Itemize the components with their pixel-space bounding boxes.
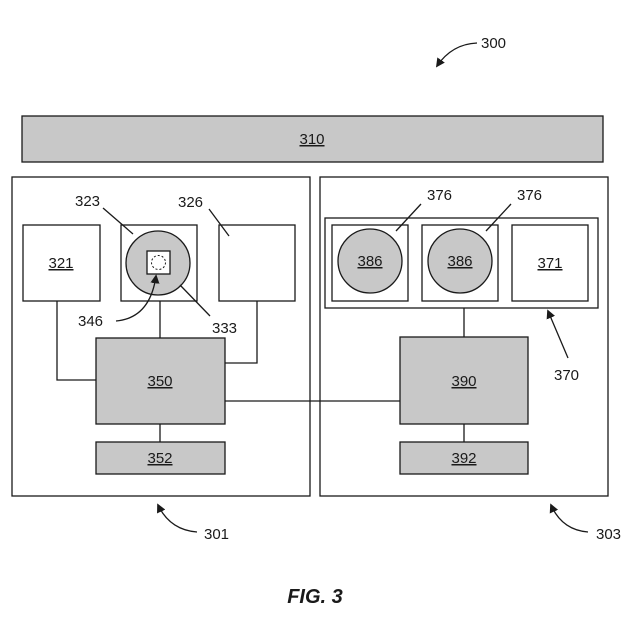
label-371: 371: [537, 255, 562, 272]
ref-arrow-303: [551, 505, 588, 532]
label-310: 310: [299, 131, 324, 148]
label-370: 370: [554, 367, 579, 384]
ref-arrow-300: [437, 43, 477, 66]
box-326: [219, 225, 295, 301]
label-386b: 386: [447, 253, 472, 270]
label-346: 346: [78, 313, 103, 330]
label-352: 352: [147, 450, 172, 467]
label-321: 321: [48, 255, 73, 272]
dashed-circle: [152, 256, 166, 270]
label-376b: 376: [517, 187, 542, 204]
label-333: 333: [212, 320, 237, 337]
label-376a: 376: [427, 187, 452, 204]
label-300: 300: [481, 35, 506, 52]
label-301: 301: [204, 526, 229, 543]
ref-arrow-301: [158, 505, 197, 532]
label-392: 392: [451, 450, 476, 467]
figure-caption: FIG. 3: [287, 586, 343, 608]
label-386a: 386: [357, 253, 382, 270]
label-303: 303: [596, 526, 621, 543]
label-326: 326: [178, 194, 203, 211]
label-350: 350: [147, 373, 172, 390]
label-390: 390: [451, 373, 476, 390]
label-323: 323: [75, 193, 100, 210]
